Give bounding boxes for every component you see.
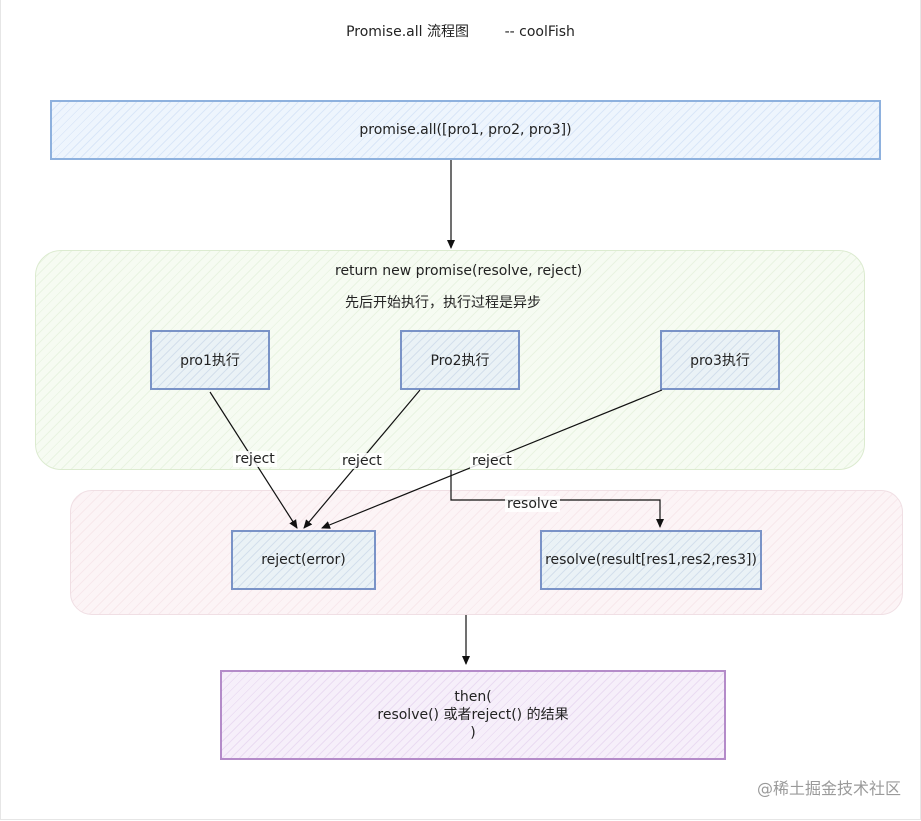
edge-label-reject-3: reject	[470, 453, 514, 469]
pro1-label: pro1执行	[180, 353, 240, 369]
pro1-node: pro1执行	[150, 330, 270, 390]
edge-label-reject-2: reject	[340, 453, 384, 469]
resolve-result-label: resolve(result[res1,res2,res3])	[545, 552, 757, 568]
pro3-node: pro3执行	[660, 330, 780, 390]
resolve-result-node: resolve(result[res1,res2,res3])	[540, 530, 762, 590]
return-promise-label: return new promise(resolve, reject)	[335, 263, 583, 279]
edge-label-reject-1: reject	[233, 451, 277, 467]
edge-label-resolve: resolve	[505, 496, 560, 512]
pro2-node: Pro2执行	[400, 330, 520, 390]
promise-all-label: promise.all([pro1, pro2, pro3])	[359, 122, 572, 138]
pro2-label: Pro2执行	[430, 353, 490, 369]
then-line-open: then(	[454, 689, 492, 705]
then-box: then( resolve() 或者reject() 的结果 )	[220, 670, 726, 760]
pro3-label: pro3执行	[690, 353, 750, 369]
promise-all-box: promise.all([pro1, pro2, pro3])	[50, 100, 881, 160]
diagram-title: Promise.all 流程图 -- coolFish	[346, 24, 575, 40]
then-line-close: )	[470, 725, 476, 741]
then-text: then( resolve() 或者reject() 的结果 )	[377, 688, 568, 742]
then-line-body: resolve() 或者reject() 的结果	[377, 707, 569, 723]
reject-error-node: reject(error)	[231, 530, 376, 590]
watermark: @稀土掘金技术社区	[756, 779, 901, 798]
result-group	[70, 490, 903, 615]
reject-error-label: reject(error)	[261, 552, 346, 568]
async-exec-label: 先后开始执行，执行过程是异步	[345, 295, 541, 311]
